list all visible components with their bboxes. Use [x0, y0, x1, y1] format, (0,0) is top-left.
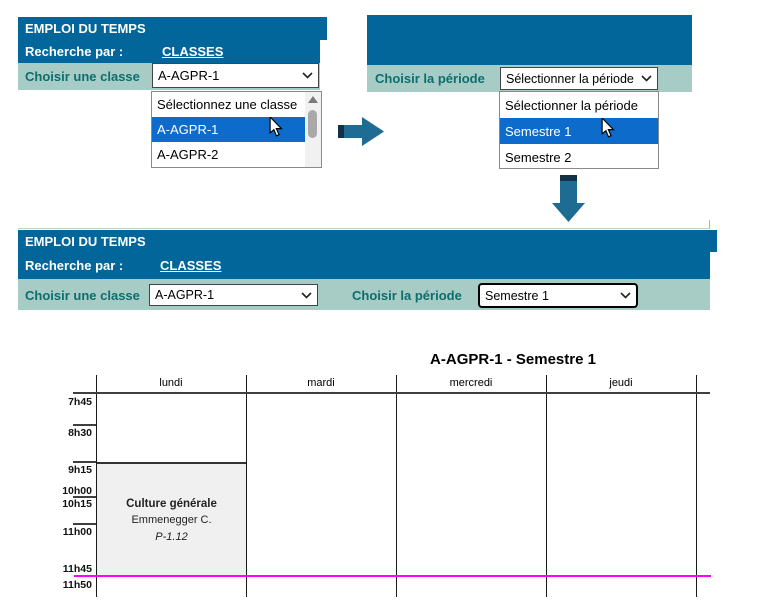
classe-dropdown-list: Sélectionnez une classe A-AGPR-1 A-AGPR-… [151, 91, 322, 168]
classe-select-value: A-AGPR-1 [158, 68, 220, 83]
time-tick [73, 496, 96, 498]
arrow-right-icon [338, 117, 384, 146]
grid-line [396, 375, 397, 393]
time-label: 11h50 [62, 579, 92, 591]
time-label: 10h00 [62, 485, 92, 497]
choisir-classe-label: Choisir une classe [25, 69, 140, 84]
classe-select-value: A-AGPR-1 [155, 288, 215, 302]
periode-select-value: Semestre 1 [485, 288, 549, 303]
course-subject: Culture générale [126, 498, 217, 510]
day-header-mercredi: mercredi [449, 377, 493, 389]
classes-link[interactable]: CLASSES [162, 44, 224, 59]
day-header-mardi: mardi [307, 377, 335, 389]
grid-line [696, 375, 697, 393]
grid-line [546, 375, 547, 393]
chevron-down-icon [302, 72, 313, 79]
grid-line [696, 394, 697, 597]
grid-line [96, 375, 97, 393]
time-tick [73, 424, 96, 426]
grid-line [246, 394, 247, 597]
classes-panel-title: EMPLOI DU TEMPS [18, 17, 327, 40]
search-by-label: Recherche par : [25, 258, 124, 273]
periode-panel-header [367, 15, 692, 65]
course-teacher: Emmenegger C. [131, 514, 212, 526]
classes-panel-search-row: Recherche par : CLASSES [18, 40, 320, 63]
arrow-down-icon [552, 175, 585, 222]
result-panel-search-row: Recherche par : CLASSES [18, 252, 710, 279]
classe-option-selected[interactable]: A-AGPR-1 [152, 117, 306, 142]
chevron-down-icon [301, 291, 312, 299]
chevron-down-icon [641, 75, 652, 82]
result-panel-title: EMPLOI DU TEMPS [18, 230, 717, 252]
chevron-down-icon [620, 292, 631, 299]
time-label: 9h15 [68, 464, 92, 476]
grid-line [73, 392, 710, 394]
scroll-up-icon[interactable] [308, 96, 318, 103]
periode-select-result[interactable]: Semestre 1 [478, 283, 638, 308]
choisir-classe-label: Choisir une classe [25, 288, 140, 303]
panel-border-stub [709, 220, 710, 229]
search-by-label: Recherche par : [25, 44, 124, 59]
grid-line [396, 394, 397, 597]
periode-option-placeholder[interactable]: Sélectionner la période [505, 97, 638, 113]
time-label: 7h45 [68, 396, 92, 408]
course-room: P-1.12 [155, 531, 188, 543]
classe-select-result[interactable]: A-AGPR-1 [149, 284, 318, 306]
time-label: 11h00 [62, 526, 92, 538]
periode-option-selected[interactable]: Semestre 1 [500, 118, 658, 144]
time-marker-line [74, 575, 711, 577]
classes-link[interactable]: CLASSES [160, 258, 222, 273]
grid-line [246, 375, 247, 393]
mouse-cursor-icon [601, 118, 615, 138]
time-label: 11h45 [62, 563, 92, 575]
panel-top-border [18, 228, 710, 229]
choisir-periode-label: Choisir la période [352, 288, 462, 303]
time-label: 8h30 [68, 427, 92, 439]
periode-option-2[interactable]: Semestre 2 [505, 149, 572, 165]
course-block-culture-generale: Culture générale Emmenegger C. P-1.12 [97, 462, 246, 575]
time-tick [73, 523, 96, 525]
classe-select[interactable]: A-AGPR-1 [152, 63, 319, 88]
grid-line [546, 394, 547, 597]
time-label: 10h15 [62, 498, 92, 510]
day-header-lundi: lundi [159, 377, 183, 389]
periode-select-value: Sélectionner la période [506, 71, 634, 86]
mouse-cursor-icon [269, 117, 283, 137]
dropdown-scrollbar[interactable] [305, 92, 321, 167]
periode-select[interactable]: Sélectionner la période [500, 67, 658, 90]
periode-dropdown-list: Sélectionner la période Semestre 1 Semes… [499, 91, 659, 169]
grid-line [96, 394, 97, 597]
classe-option-2[interactable]: A-AGPR-2 [157, 147, 219, 162]
day-header-jeudi: jeudi [609, 377, 633, 389]
scrollbar-thumb[interactable] [308, 110, 317, 138]
choisir-periode-label: Choisir la période [375, 71, 485, 86]
time-tick [73, 461, 96, 463]
timetable-title: A-AGPR-1 - Semestre 1 [430, 351, 596, 368]
classe-option-placeholder[interactable]: Sélectionnez une classe [157, 97, 298, 112]
